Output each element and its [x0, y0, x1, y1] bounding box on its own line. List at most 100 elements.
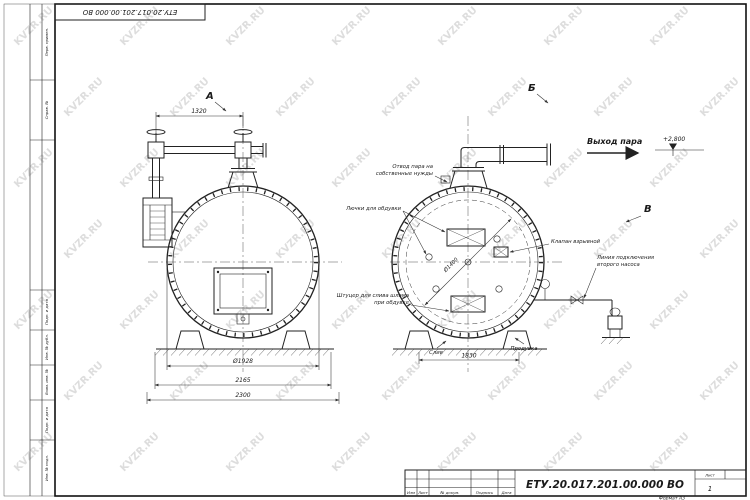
- ground-hatch-tick: [391, 348, 399, 356]
- pipe-flanges: [499, 143, 551, 166]
- ground-hatch-tick: [178, 348, 186, 356]
- title-block: Изм Лист № докум. Подпись Дата ЕТУ.20.01…: [404, 469, 747, 500]
- leader-second-pump: [583, 267, 597, 299]
- watermark-text: KVZR.RU: [380, 360, 423, 403]
- pump-body: [607, 315, 623, 330]
- line-valve: [570, 295, 584, 305]
- explosion-valve: [493, 246, 509, 258]
- ground-hatch-tick: [535, 348, 543, 356]
- format-note: Формат А3: [659, 495, 685, 500]
- steam-exit-annotation: Выход пара +2,800: [587, 136, 704, 160]
- pump-line-pipe: [534, 299, 613, 316]
- annotation-sludge-drain: Штуцер для слива шлама: [337, 293, 409, 299]
- outer-border: [3, 3, 747, 497]
- view-b: Ø1400 1830 Слив Продувка От: [337, 83, 655, 372]
- view-a: А 1320 Ø1928 2165 2300: [142, 91, 342, 404]
- margin-stamp-label: Подп. и дата: [44, 406, 49, 433]
- leader-blow-hatches: [402, 210, 427, 255]
- watermark-text: KVZR.RU: [436, 289, 479, 332]
- margin-stamp-label: Подп. и дата: [44, 298, 49, 325]
- side-frame: [142, 197, 173, 248]
- watermark-text: KVZR.RU: [698, 76, 741, 119]
- dome-flange: [229, 168, 257, 173]
- ground-hatch-tick: [455, 348, 463, 356]
- boiler-shell-inner: [172, 191, 314, 333]
- watermark-text: KVZR.RU: [592, 360, 635, 403]
- watermark-text: KVZR.RU: [486, 360, 529, 403]
- margin-stamp-grid: [29, 4, 55, 496]
- ground-hatch-tick: [226, 348, 234, 356]
- drain-leader: [436, 340, 447, 349]
- door-bolt: [216, 270, 220, 274]
- ground-hatch-tick: [519, 348, 527, 356]
- inspection-port: [432, 285, 440, 293]
- sheet-value: 1: [708, 485, 712, 493]
- ground-hatch-tick: [495, 348, 503, 356]
- door-bolt: [216, 308, 220, 312]
- steam-out-label: Выход пара: [587, 137, 642, 146]
- ground-hatch-tick: [234, 348, 242, 356]
- top-stamp-doc-number: ЕТУ.20.017.201.00.000 ВО: [82, 8, 177, 16]
- watermark-text: KVZR.RU: [12, 147, 55, 190]
- watermark-text: KVZR.RU: [118, 431, 161, 474]
- inspection-port: [425, 253, 433, 261]
- annotation-steam-own-needs: собственные нужды: [376, 171, 433, 177]
- watermark-text: KVZR.RU: [330, 431, 373, 474]
- watermark-text: KVZR.RU: [542, 431, 585, 474]
- ground-hatch-tick: [423, 348, 431, 356]
- view-c-arrow: [625, 215, 642, 223]
- ground-hatch-tick: [258, 348, 266, 356]
- blowdown-leader: [514, 337, 525, 345]
- dim-diameter-text: Ø1928: [232, 358, 253, 365]
- doc-number: ЕТУ.20.017.201.00.000 ВО: [526, 479, 684, 491]
- ground-hatch-tick: [399, 348, 407, 356]
- ground-hatch-tick: [266, 348, 274, 356]
- watermark-text: KVZR.RU: [436, 147, 479, 190]
- ground-hatch-tick: [170, 348, 178, 356]
- ground-hatch-tick: [162, 348, 170, 356]
- col-date: Дата: [500, 490, 512, 495]
- steam-outlet-pipe: [460, 147, 547, 167]
- watermark-text: KVZR.RU: [542, 289, 585, 332]
- sheet-label: Лист: [704, 473, 716, 478]
- inspection-port: [493, 235, 501, 243]
- watermark-text: KVZR.RU: [118, 289, 161, 332]
- ground-hatch-tick: [250, 348, 258, 356]
- manifold-end-flange: [251, 143, 267, 158]
- annotation-sludge-drain: при обдувке: [374, 300, 410, 306]
- watermark-text: KVZR.RU: [118, 147, 161, 190]
- drain-label: Слив: [429, 350, 443, 356]
- watermark-text: KVZR.RU: [648, 289, 691, 332]
- dim-1830-text: 1830: [461, 353, 476, 360]
- leader-sludge-drain: [410, 304, 450, 312]
- dome-riser-pipe: [238, 158, 248, 168]
- valve-handwheel: [233, 129, 253, 135]
- downcomer-pipe: [152, 158, 160, 198]
- ground-hatch-tick: [314, 348, 322, 356]
- watermark-text: KVZR.RU: [62, 218, 105, 261]
- watermark-text: KVZR.RU: [542, 5, 585, 48]
- ground-hatch-tick: [616, 337, 624, 345]
- watermark-text: KVZR.RU: [648, 431, 691, 474]
- ground-hatch-tick: [407, 348, 415, 356]
- support-saddle-right: [281, 330, 311, 350]
- inner-diameter-line: [424, 218, 512, 306]
- ground-hatch-tick: [202, 348, 210, 356]
- dim-1320-text: 1320: [191, 108, 206, 115]
- view-a-arrow: [214, 101, 227, 112]
- watermark-text: KVZR.RU: [698, 218, 741, 261]
- watermark-text: KVZR.RU: [486, 76, 529, 119]
- ground-hatch-tick: [608, 337, 616, 345]
- blow-hatch-top: [446, 228, 486, 247]
- explosion-valve-cross: [493, 246, 509, 258]
- front-bolt-ring: [168, 187, 318, 337]
- ground-hatch-tick: [503, 348, 511, 356]
- door-bolt: [266, 308, 270, 312]
- boiler-shell-front: [166, 185, 320, 339]
- dim-1830-ext: [418, 352, 520, 364]
- ground-hatch-tick: [431, 348, 439, 356]
- bolt-circle-dashed: [405, 199, 531, 325]
- col-list: Лист: [417, 490, 429, 495]
- watermark-text: KVZR.RU: [380, 76, 423, 119]
